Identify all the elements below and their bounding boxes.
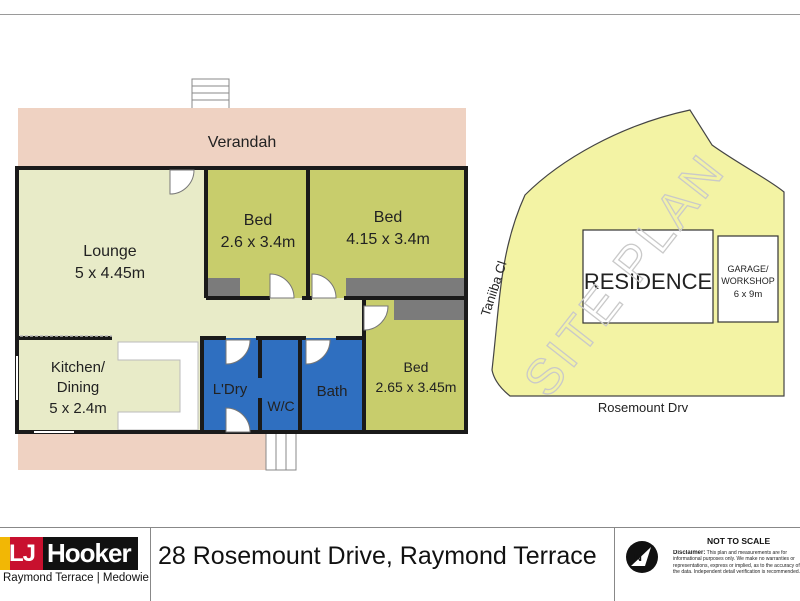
residence-label: RESIDENCE: [584, 269, 712, 294]
site-plan: RESIDENCE GARAGE/ WORKSHOP 6 x 9m Taniib…: [478, 109, 785, 415]
laundry-label: L'Dry: [213, 381, 248, 398]
disclaimer-title: Disclaimer:: [673, 550, 706, 556]
cupboard-bed3: [394, 300, 466, 320]
logo-subtitle: Raymond Terrace | Medowie: [3, 572, 149, 584]
bed3-size: 2.65 x 3.45m: [376, 379, 457, 395]
verandah-label: Verandah: [208, 134, 277, 151]
wc-label: W/C: [267, 398, 294, 414]
bed1-area: [206, 168, 308, 298]
logo-lj-text: LJ: [9, 540, 36, 567]
logo-brand-text: Hooker: [47, 538, 132, 568]
bed1-label: Bed: [244, 212, 272, 229]
rear-verandah-area: [18, 432, 296, 470]
garage-size: 6 x 9m: [734, 289, 763, 300]
floor-plan-diagram: Verandah: [15, 78, 785, 471]
residence-building: [582, 229, 714, 324]
not-to-scale-note: NOT TO SCALE: [707, 536, 771, 546]
top-rule: [0, 14, 800, 15]
property-address: 28 Rosemount Drive, Raymond Terrace: [158, 542, 597, 570]
garage-label-2: WORKSHOP: [721, 276, 775, 286]
wc-area: [260, 338, 300, 432]
kitchen-size: 5 x 2.4m: [49, 400, 107, 417]
svg-text:N: N: [634, 552, 642, 564]
bed1-size: 2.6 x 3.4m: [221, 234, 296, 251]
garage-label-1: GARAGE/: [727, 264, 769, 274]
disclaimer-text: This plan and measurements are for infor…: [673, 550, 800, 575]
verandah-area: [18, 108, 466, 170]
lounge-size: 5 x 4.45m: [75, 265, 145, 282]
disclaimer: Disclaimer: This plan and measurements a…: [673, 550, 800, 580]
bed2-area: [308, 168, 466, 298]
footer-bar: LJ Hooker Raymond Terrace | Medowie 28 R…: [0, 527, 800, 601]
rear-steps: [265, 431, 297, 471]
north-compass-icon: N: [626, 541, 658, 573]
street-bottom-label: Rosemount Drv: [598, 400, 689, 415]
kitchen-label-1: Kitchen/: [51, 359, 106, 376]
agency-logo: LJ Hooker Raymond Terrace | Medowie: [0, 528, 151, 601]
bath-label: Bath: [317, 383, 348, 400]
cupboard-bed1: [206, 278, 240, 298]
bed2-size: 4.15 x 3.4m: [346, 231, 430, 248]
info-box: N NOT TO SCALE Disclaimer: This plan and…: [614, 528, 800, 601]
lounge-label: Lounge: [83, 243, 136, 260]
windows: [16, 356, 74, 433]
kitchen-label-2: Dining: [57, 379, 100, 396]
front-steps: [191, 78, 230, 110]
bed2-label: Bed: [374, 209, 402, 226]
door-swings: [169, 169, 389, 433]
bed3-label: Bed: [404, 359, 429, 375]
garage-building: [717, 235, 779, 323]
kitchen-bench: [117, 341, 199, 431]
cupboard-bed2: [346, 278, 466, 298]
